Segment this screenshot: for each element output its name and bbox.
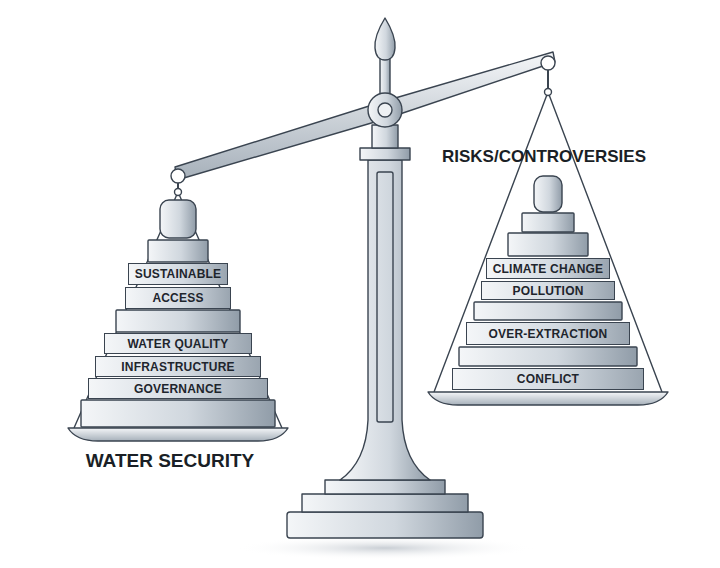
base-plate bbox=[287, 512, 483, 538]
scale-pan: WATER SECURITYSUSTAINABLEACCESSWATER QUA… bbox=[66, 188, 290, 450]
pan-heading: RISKS/CONTROVERSIES bbox=[442, 147, 646, 167]
floor-shadow bbox=[235, 536, 535, 560]
base-step bbox=[302, 494, 468, 512]
stack-step: POLLUTION bbox=[481, 281, 615, 300]
stack-step: CLIMATE CHANGE bbox=[486, 258, 611, 279]
pan-bowl bbox=[68, 428, 288, 441]
stack-step: ACCESS bbox=[125, 287, 231, 309]
step-label: POLLUTION bbox=[512, 284, 583, 298]
post-cap bbox=[360, 148, 410, 160]
pan-cords bbox=[434, 92, 662, 392]
stack-step: SUSTAINABLE bbox=[128, 263, 229, 285]
stack-step: INFRASTRUCTURE bbox=[95, 356, 261, 377]
stack-step bbox=[81, 400, 275, 427]
stack-step bbox=[508, 233, 588, 256]
step-label: SUSTAINABLE bbox=[135, 267, 222, 281]
post-neck bbox=[372, 125, 398, 148]
pan-bowl bbox=[428, 392, 668, 405]
post bbox=[340, 160, 430, 480]
stack-knob bbox=[534, 176, 562, 212]
beam-ring bbox=[171, 169, 185, 183]
pan-cords bbox=[74, 192, 282, 428]
stack-step: OVER-EXTRACTION bbox=[466, 322, 630, 345]
pan-hook-ring bbox=[545, 89, 552, 96]
stack-step bbox=[148, 240, 208, 262]
pivot bbox=[368, 93, 402, 127]
step-label: OVER-EXTRACTION bbox=[488, 327, 607, 341]
pan-hook-ring bbox=[175, 189, 182, 196]
stack-step bbox=[522, 213, 574, 232]
finial bbox=[375, 18, 395, 60]
stack-step: CONFLICT bbox=[452, 368, 644, 390]
stack-knob bbox=[160, 200, 196, 238]
finial-stem bbox=[380, 58, 390, 98]
step-label: CLIMATE CHANGE bbox=[493, 262, 604, 276]
post-groove bbox=[377, 172, 393, 422]
stack-step: GOVERNANCE bbox=[88, 378, 268, 399]
pivot-pin bbox=[378, 103, 392, 117]
step-label: WATER QUALITY bbox=[127, 337, 228, 351]
stack-step: WATER QUALITY bbox=[104, 333, 252, 354]
step-label: INFRASTRUCTURE bbox=[121, 360, 234, 374]
stack-step bbox=[474, 302, 622, 320]
scale-pan: RISKS/CONTROVERSIES CLIMATE CHANGE POLLUTI… bbox=[420, 88, 676, 418]
stack-step bbox=[459, 347, 637, 366]
base-step bbox=[325, 480, 445, 494]
step-label: GOVERNANCE bbox=[134, 382, 222, 396]
step-label: CONFLICT bbox=[517, 372, 579, 386]
beam-ring bbox=[541, 56, 555, 70]
step-label: ACCESS bbox=[152, 291, 203, 305]
stack-step bbox=[116, 310, 240, 332]
pan-heading: WATER SECURITY bbox=[86, 450, 255, 472]
pan-outline bbox=[66, 188, 290, 450]
